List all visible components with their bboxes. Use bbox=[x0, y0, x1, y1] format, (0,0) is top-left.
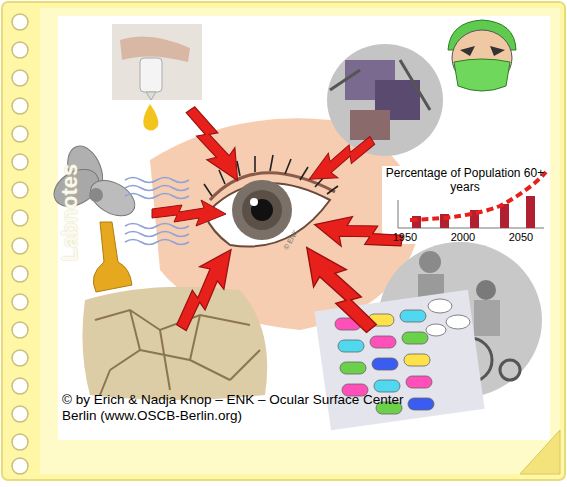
pills-part bbox=[370, 336, 396, 348]
pills bbox=[314, 290, 484, 430]
pills-part bbox=[400, 310, 426, 322]
elderly-photo-part bbox=[500, 360, 520, 380]
eye-drop-photo-part bbox=[140, 58, 162, 92]
computer-collage-part bbox=[330, 60, 430, 110]
spiral-holes-part bbox=[12, 434, 28, 450]
computer-collage-part bbox=[350, 110, 390, 140]
axis-tick: 2000 bbox=[446, 231, 480, 244]
spiral-holes-part bbox=[12, 70, 28, 86]
elderly-photo-part bbox=[419, 251, 441, 273]
spiral-holes-part bbox=[12, 98, 28, 114]
population-chart-part bbox=[382, 166, 548, 244]
spiral-holes-part bbox=[12, 322, 28, 338]
spiral-holes-part bbox=[12, 350, 28, 366]
wind-lines-part bbox=[125, 178, 189, 183]
pills-part bbox=[402, 332, 428, 344]
spiral-holes bbox=[12, 14, 28, 474]
fan-part bbox=[89, 188, 103, 202]
pills-part bbox=[426, 324, 446, 336]
eye-part bbox=[232, 180, 292, 240]
spiral-holes-part bbox=[12, 458, 28, 474]
population-chart bbox=[382, 166, 548, 244]
eye-part bbox=[242, 190, 282, 230]
watermark: Labnotes bbox=[57, 163, 82, 263]
spiral-holes-part bbox=[12, 266, 28, 282]
spiral-holes-part bbox=[12, 42, 28, 58]
pills-part bbox=[340, 362, 366, 374]
fan bbox=[48, 141, 141, 292]
spiral-holes-part bbox=[12, 294, 28, 310]
pills-part bbox=[314, 290, 484, 430]
computer-collage bbox=[327, 44, 443, 156]
axis-tick: 2050 bbox=[504, 231, 538, 244]
notepad bbox=[2, 2, 565, 480]
notepad-part bbox=[2, 2, 565, 480]
elderly-photo-part bbox=[474, 300, 500, 336]
collage-background bbox=[58, 16, 550, 440]
pills-part bbox=[338, 340, 364, 352]
population-chart-part bbox=[398, 200, 399, 228]
lightning-arrows bbox=[152, 101, 405, 340]
surgeon bbox=[448, 20, 516, 91]
lightning-arrows-part bbox=[312, 210, 405, 256]
spiral-holes-part bbox=[12, 406, 28, 422]
fan-part bbox=[84, 173, 141, 223]
notepad-part bbox=[40, 8, 560, 474]
wind-lines-part bbox=[125, 240, 189, 245]
eye-drop-photo-part bbox=[112, 24, 202, 100]
wind-lines-part bbox=[125, 194, 189, 199]
lightning-arrows-part bbox=[152, 200, 226, 226]
cracked-earth-part bbox=[82, 287, 267, 400]
pills-part bbox=[374, 380, 400, 392]
eye-part bbox=[251, 199, 273, 221]
spiral-holes-part bbox=[12, 126, 28, 142]
pills-part bbox=[404, 354, 430, 366]
spiral-holes-part bbox=[12, 14, 28, 30]
pills-part bbox=[428, 299, 452, 313]
chart-title: Percentage of Population 60+ years bbox=[384, 167, 546, 195]
surgeon-part bbox=[460, 46, 505, 56]
population-chart-part bbox=[526, 196, 535, 228]
spiral-holes-part bbox=[12, 154, 28, 170]
axis-tick: 1950 bbox=[388, 231, 422, 244]
elderly-photo-part bbox=[476, 280, 496, 300]
pills-part bbox=[372, 358, 398, 370]
pills-part bbox=[408, 398, 434, 410]
surgeon-part bbox=[454, 59, 510, 91]
cracked-earth bbox=[82, 287, 267, 400]
spiral-holes-part bbox=[12, 210, 28, 226]
eye-drop-photo-part bbox=[146, 92, 156, 100]
lightning-arrows-part bbox=[292, 237, 385, 340]
wind-lines-part bbox=[125, 186, 189, 191]
spiral-holes-part bbox=[12, 238, 28, 254]
spiral-holes-part bbox=[12, 182, 28, 198]
wind-lines-part bbox=[125, 232, 189, 237]
eye-part bbox=[250, 198, 258, 206]
population-chart-part bbox=[500, 204, 509, 228]
lightning-arrows-part bbox=[303, 130, 380, 191]
pills-part bbox=[446, 315, 470, 329]
lightning-arrows-part bbox=[179, 101, 251, 188]
eye-drop-photo-part bbox=[143, 104, 158, 131]
lightning-arrows-part bbox=[167, 240, 244, 336]
spiral-holes-part bbox=[12, 378, 28, 394]
computer-collage-part bbox=[327, 44, 443, 156]
copyright-note: © by Erich & Nadja Knop – ENK – Ocular S… bbox=[62, 392, 434, 423]
pills-part bbox=[406, 376, 432, 388]
wind-lines-part bbox=[125, 224, 189, 229]
